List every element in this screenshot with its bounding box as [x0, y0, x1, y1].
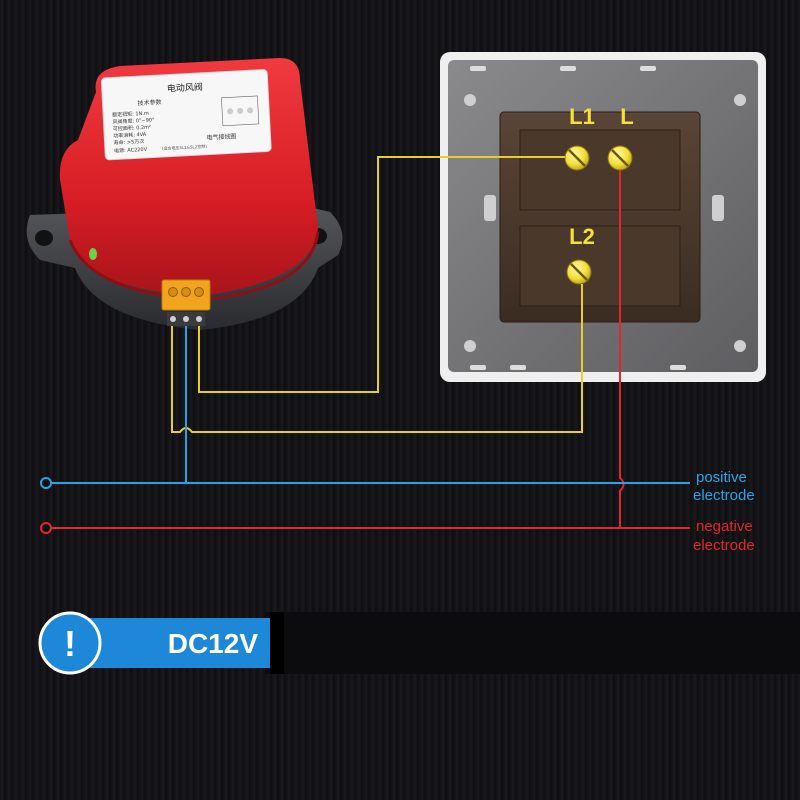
plate-slot [560, 66, 576, 71]
plate-side-slot [712, 195, 724, 221]
terminal-screw [194, 287, 204, 297]
positive-label-line1: positive [696, 469, 747, 486]
plate-slot [470, 66, 486, 71]
warning-icon-glyph: ! [64, 623, 76, 664]
terminal-label-l1: L1 [569, 104, 595, 129]
mechanism-upper [519, 129, 681, 211]
banner-blue-tab [70, 618, 275, 668]
plate-screw-hole [464, 340, 476, 352]
label-wiring: 电气接线图 [206, 132, 236, 142]
label-line: 功率消耗: 4VA [113, 131, 147, 140]
mechanism-lower [519, 225, 681, 307]
terminal-screw [181, 287, 191, 297]
label-schematic-dot [247, 107, 254, 114]
voltage-text: DC12V [168, 628, 259, 659]
banner-divider [270, 612, 284, 674]
negative-bus-end [40, 522, 52, 534]
label-line: 风阀角度: 0°~90° [112, 116, 155, 125]
plate-slot [470, 365, 486, 370]
negative-label-line1: negative [696, 518, 753, 535]
plate-screw-hole [734, 94, 746, 106]
positive-bus-end [40, 477, 52, 489]
screw-l [607, 145, 633, 171]
plate-slot [510, 365, 526, 370]
wire-to-l1 [198, 156, 565, 393]
label-voltage: 电源: AC220V [114, 146, 148, 155]
label-line: 寿命: >5万次 [113, 138, 144, 147]
mount-hole-left [35, 230, 53, 246]
screw-l2 [566, 259, 592, 285]
terminal-hole [183, 316, 189, 322]
plate-screw-hole [734, 340, 746, 352]
status-led [89, 248, 97, 260]
plate-screw-hole [464, 94, 476, 106]
terminal-hole [196, 316, 202, 322]
positive-label-line2: electrode [693, 487, 755, 504]
negative-label-line2: electrode [693, 537, 755, 554]
terminal-block [161, 279, 211, 326]
plate-side-slot [484, 195, 496, 221]
terminal-hole [170, 316, 176, 322]
label-subtitle: 技术参数 [137, 98, 161, 107]
plate-slot [640, 66, 656, 71]
label-line: 额定扭矩: 1N.m [112, 110, 149, 119]
wire-negative-drop [619, 170, 625, 528]
label-line: 可控面积: 0.2m² [113, 124, 151, 133]
wires [40, 156, 690, 534]
spec-label: 电动风阀 技术参数 额定扭矩: 1N.m 风阀角度: 0°~90° 可控面积: … [100, 69, 272, 161]
label-title: 电动风阀 [167, 81, 204, 95]
warning-icon [38, 611, 102, 675]
terminal-label-l: L [620, 104, 633, 129]
wall-switch: L1 L L2 [440, 52, 766, 382]
label-schematic [221, 95, 260, 127]
terminal-screw [168, 287, 178, 297]
damper-actuator: 电动风阀 技术参数 额定扭矩: 1N.m 风阀角度: 0°~90° 可控面积: … [26, 58, 343, 330]
banner-dark-strip [265, 612, 800, 674]
label-schematic-dot [237, 107, 244, 114]
terminal-label-l2: L2 [569, 224, 595, 249]
label-schematic-dot [227, 108, 234, 115]
screw-l1 [564, 145, 590, 171]
voltage-banner: ! DC12V [38, 611, 800, 675]
plate-slot [670, 365, 686, 370]
label-voltage-note: (适合电压SL1&SL2控制) [162, 143, 208, 151]
